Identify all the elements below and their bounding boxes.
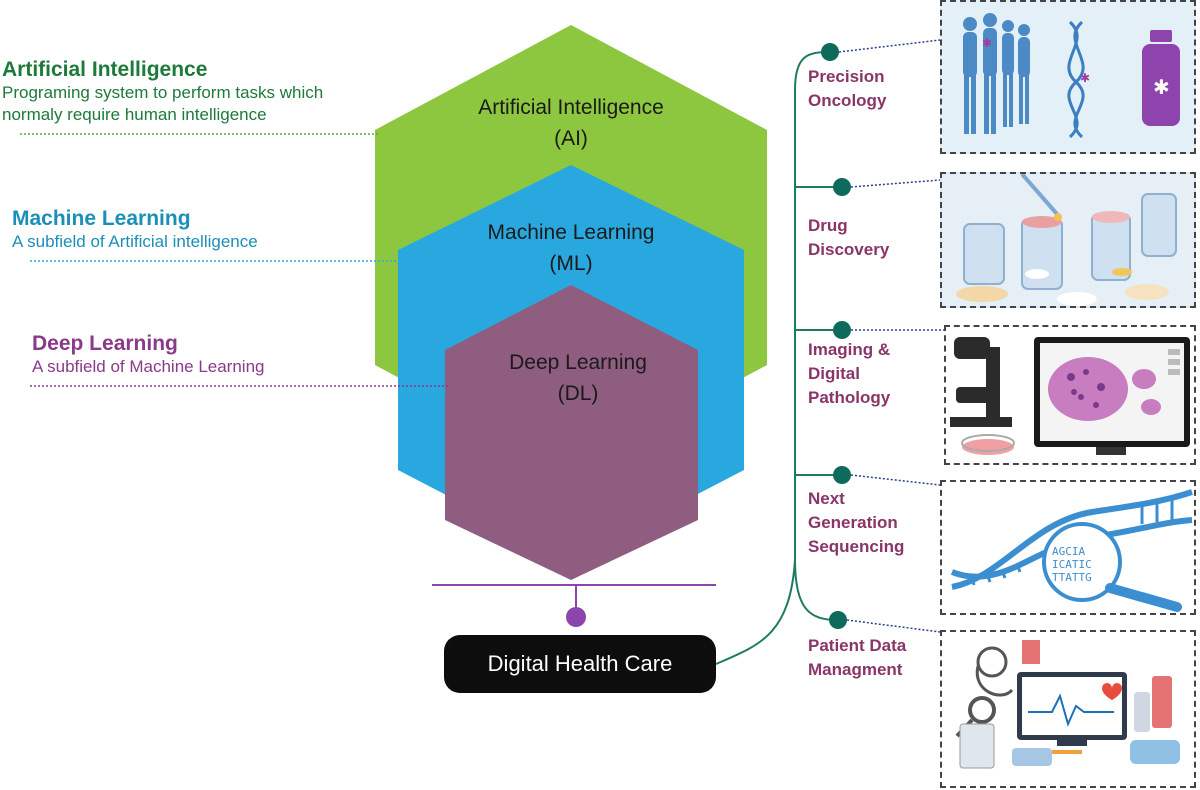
svg-text:✱: ✱ [1080,71,1090,85]
ai-hex-line2: (AI) [554,127,588,150]
svg-text:AGCIA: AGCIA [1052,545,1085,558]
ml-hex-line1: Machine Learning [487,221,655,244]
ml-hex-line2: (ML) [549,252,593,275]
dl-description-block: Deep Learning A subfield of Machine Lear… [32,332,265,378]
ml-description-block: Machine Learning A subfield of Artificia… [12,207,258,253]
dl-hex-label: Deep Learning (DL) [428,347,728,409]
node-5 [829,611,847,629]
ai-side-desc-line1: Programing system to perform tasks which [2,83,324,102]
node-2 [833,178,851,196]
dl-hex-line1: Deep Learning [509,351,647,374]
hub-dot [566,607,586,627]
app-label-drug-discovery: Drug Discovery [808,216,890,259]
app-label-patient-data: Patient Data Managment [808,636,907,679]
link-2 [850,179,941,188]
node-4 [833,466,851,484]
ngs-illustration: AGCIA ICATIC TTATTG [940,480,1196,615]
drug-discovery-illustration [940,172,1196,308]
imaging-pathology-illustration [944,325,1196,465]
dl-side-title: Deep Learning [32,332,178,355]
node-3 [833,321,851,339]
app-label-imaging-pathology: Imaging & Digital Pathology [808,340,891,407]
ai-side-title: Artificial Intelligence [2,58,208,81]
svg-text:TTATTG: TTATTG [1052,571,1092,584]
app-label-precision-oncology: Precision Oncology [808,67,887,110]
ml-side-title: Machine Learning [12,207,191,230]
ml-hex-label: Machine Learning (ML) [421,217,721,279]
dl-hex-line2: (DL) [557,382,599,405]
link-1 [838,39,941,53]
digital-health-care-pill: Digital Health Care [444,635,716,693]
dl-hexagon [445,285,698,580]
ai-hex-label: Artificial Intelligence (AI) [421,92,721,154]
link-4 [850,474,941,486]
link-5 [846,619,941,633]
app-label-ngs: Next Generation Sequencing [808,489,905,556]
ai-description-block: Artificial Intelligence Programing syste… [2,58,323,126]
branch-5 [794,559,839,621]
ai-side-desc-line2: normaly require human intelligence [2,105,267,124]
dl-side-desc: A subfield of Machine Learning [32,357,265,376]
svg-text:✱: ✱ [982,36,992,50]
node-1 [821,43,839,61]
patient-data-illustration [940,630,1196,788]
ai-hex-line1: Artificial Intelligence [478,96,664,119]
svg-text:✱: ✱ [1153,75,1170,99]
svg-text:ICATIC: ICATIC [1052,558,1092,571]
precision-oncology-illustration: ✱ ✱ ✱ [940,0,1196,154]
ml-side-desc: A subfield of Artificial intelligence [12,232,258,251]
